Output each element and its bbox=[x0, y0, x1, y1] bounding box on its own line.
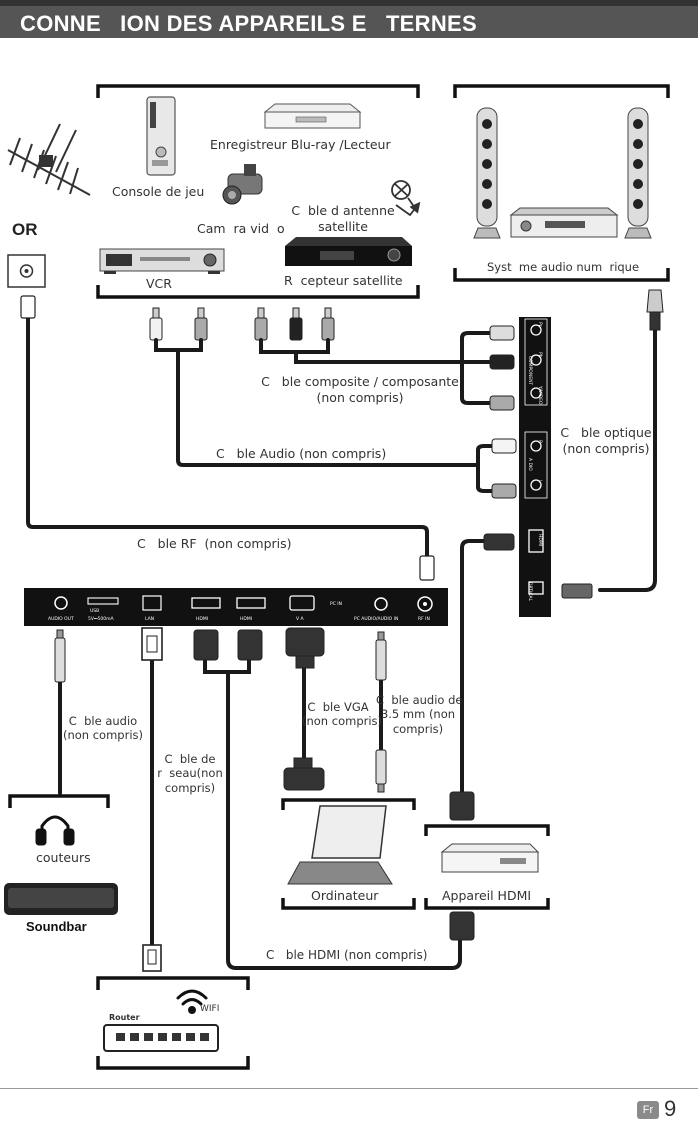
side-port-label: Pr bbox=[537, 322, 543, 327]
bottom-port-label: V A bbox=[296, 616, 305, 622]
bottom-port-label: RF IN bbox=[418, 616, 430, 622]
rf-cable-label: C ble RF (non compris) bbox=[137, 536, 292, 551]
network-cable-label: C ble de r seau(non compris) bbox=[157, 752, 223, 795]
router-icon bbox=[103, 1024, 219, 1052]
side-port-label: COMPONENT bbox=[527, 356, 533, 385]
or-label: OR bbox=[12, 220, 38, 239]
footer-divider bbox=[0, 1088, 698, 1089]
bluray-label: Enregistreur Blu-ray /Lecteur bbox=[210, 137, 391, 152]
camera-label: Cam ra vid o bbox=[197, 221, 285, 236]
sat-cable-label: C ble d antenne satellite bbox=[291, 203, 395, 234]
video-camera-icon bbox=[222, 164, 263, 205]
rf-plug-top bbox=[20, 295, 36, 319]
vcr-label: VCR bbox=[146, 276, 172, 291]
bottom-port-label: HDMI bbox=[240, 616, 252, 622]
devices-bracket bbox=[96, 84, 420, 299]
top-rule bbox=[0, 0, 698, 6]
page-number: 9 bbox=[664, 1096, 677, 1121]
soundbar-label: Soundbar bbox=[26, 919, 87, 934]
wifi-icon bbox=[176, 989, 208, 1014]
antenna-icon bbox=[7, 123, 91, 196]
rf-plug-bottom bbox=[419, 555, 435, 581]
side-port-label: A DIO bbox=[527, 458, 533, 471]
audio-out-cable-label: C ble audio (non compris) bbox=[62, 714, 144, 743]
bottom-port-label: PC AUDIO/AUDIO IN bbox=[354, 616, 398, 622]
lower-plugs bbox=[142, 749, 475, 972]
speaker-left-icon bbox=[473, 107, 501, 239]
bluray-player-icon bbox=[263, 103, 362, 129]
composite-cable-label: C ble composite / composante (non compri… bbox=[261, 374, 459, 405]
side-port-label: R bbox=[537, 440, 543, 443]
game-console-icon bbox=[146, 96, 176, 176]
side-port-label: L bbox=[537, 480, 543, 483]
side-port-label: OPTICAL bbox=[527, 582, 533, 602]
page-title: CONNE ION DES APPAREILS E TERNES bbox=[20, 11, 477, 36]
vga-cable-label: C ble VGA (non compris) bbox=[302, 700, 383, 729]
bottom-port-label: PC IN bbox=[330, 601, 342, 607]
wifi-label: WIFI bbox=[200, 1004, 220, 1014]
rca-plugs-audio bbox=[149, 307, 208, 341]
bottom-port-label: HDMI bbox=[196, 616, 208, 622]
headphones-icon bbox=[35, 815, 75, 846]
tv-bottom-panel bbox=[24, 588, 448, 626]
speaker-right-icon bbox=[624, 107, 652, 239]
title-bar bbox=[0, 6, 698, 38]
audio-system-label: Syst me audio num rique bbox=[487, 260, 640, 274]
side-port-label: HDMI bbox=[537, 534, 543, 546]
rca-plugs-composite bbox=[254, 307, 335, 341]
satellite-receiver-icon bbox=[285, 237, 412, 266]
optical-plug-icon bbox=[646, 289, 664, 331]
console-label: Console de jeu bbox=[112, 184, 205, 199]
tv-side-panel bbox=[519, 317, 551, 617]
sat-receiver-label: R cepteur satellite bbox=[284, 273, 403, 288]
bottom-port-label: 5V⎓500mA bbox=[88, 616, 115, 622]
side-plugs bbox=[483, 325, 593, 599]
language-badge: Fr bbox=[637, 1101, 659, 1119]
vcr-icon bbox=[99, 248, 225, 274]
hdmi-device-label: Appareil HDMI bbox=[442, 888, 532, 903]
audio-cable-label: C ble Audio (non compris) bbox=[216, 446, 387, 461]
headphones-label: couteurs bbox=[36, 850, 91, 865]
side-port-label: Pb bbox=[537, 352, 543, 358]
bottom-plugs bbox=[54, 627, 387, 683]
soundbar-icon bbox=[4, 883, 118, 915]
headphones-bracket bbox=[8, 794, 110, 808]
rf-wall-socket-icon bbox=[7, 254, 46, 288]
optical-cable-label: C ble optique (non compris) bbox=[560, 425, 652, 456]
satellite-dish-icon bbox=[391, 180, 421, 217]
router-bracket bbox=[96, 976, 250, 1070]
audio35-cable-label: C ble audio de 3.5 mm (non compris) bbox=[376, 693, 463, 736]
bottom-port-label: USB bbox=[90, 608, 99, 614]
laptop-icon bbox=[287, 805, 393, 885]
computer-label: Ordinateur bbox=[311, 888, 379, 903]
dvd-player-icon bbox=[440, 843, 540, 873]
router-label: Router bbox=[109, 1013, 140, 1022]
bottom-port-label: LAN bbox=[145, 616, 154, 622]
amplifier-icon bbox=[509, 207, 619, 238]
audio-system-bracket bbox=[453, 84, 670, 282]
bottom-port-label: AUDIO OUT bbox=[48, 616, 74, 622]
hdmi-device-bracket bbox=[424, 824, 550, 910]
cable-lines bbox=[26, 316, 657, 970]
side-port-label: Y/VIDEO bbox=[537, 385, 543, 405]
hdmi-cable-label: C ble HDMI (non compris) bbox=[266, 948, 428, 962]
computer-bracket bbox=[281, 798, 416, 910]
